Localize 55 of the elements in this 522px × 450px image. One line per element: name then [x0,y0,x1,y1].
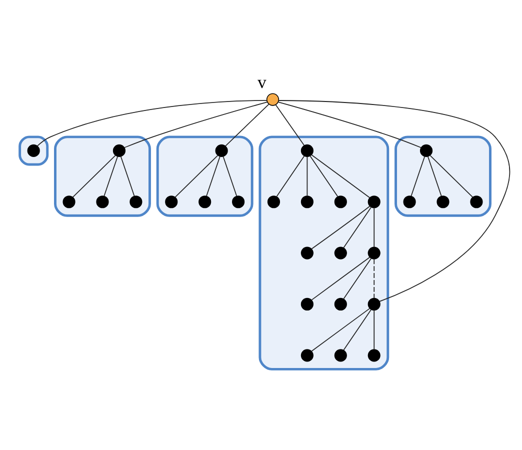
node-circle [267,195,280,208]
connector [374,207,375,247]
node-circle [232,195,245,208]
node-circle [436,195,450,208]
connector [124,101,268,148]
node-circle [62,195,76,208]
connector [278,100,510,302]
connector [306,156,308,196]
connector [276,154,305,196]
node-circle [27,144,40,156]
node-circle [198,195,212,208]
node-circle [420,144,433,156]
connector [310,154,338,196]
cluster [394,135,492,216]
node-circle [96,195,109,208]
node-circle [266,92,280,106]
connector [278,101,422,148]
node-circle [300,144,314,156]
node-circle [368,195,380,208]
node-circle [403,195,416,208]
cluster [156,135,254,216]
connector [275,104,305,146]
node-circle [215,144,228,156]
node-circle [368,348,380,362]
connector [104,156,118,196]
node-circle [165,195,178,208]
node-circle [368,297,380,310]
node-circle [300,297,314,310]
node-circle [130,195,142,208]
cluster [258,135,390,370]
connector [343,308,372,350]
node-circle [334,348,347,362]
connector [374,310,375,350]
node-circle [334,195,347,208]
cluster [54,135,151,216]
connector [343,257,372,299]
connector [374,258,375,298]
connector [206,156,220,196]
node-circle [470,195,483,208]
node-circle [112,144,126,156]
connector [311,308,370,352]
connector [343,206,372,248]
connector [224,103,270,146]
node-circle [300,195,314,208]
node-circle [300,246,314,259]
node-circle [334,297,347,310]
connector [311,154,370,198]
node-circle [334,246,347,259]
node-circle [368,246,380,259]
connector [311,256,370,300]
node-circle [300,348,314,362]
connector [428,156,442,196]
cluster [18,135,49,166]
node-label: v [257,72,266,92]
connector [311,205,370,249]
